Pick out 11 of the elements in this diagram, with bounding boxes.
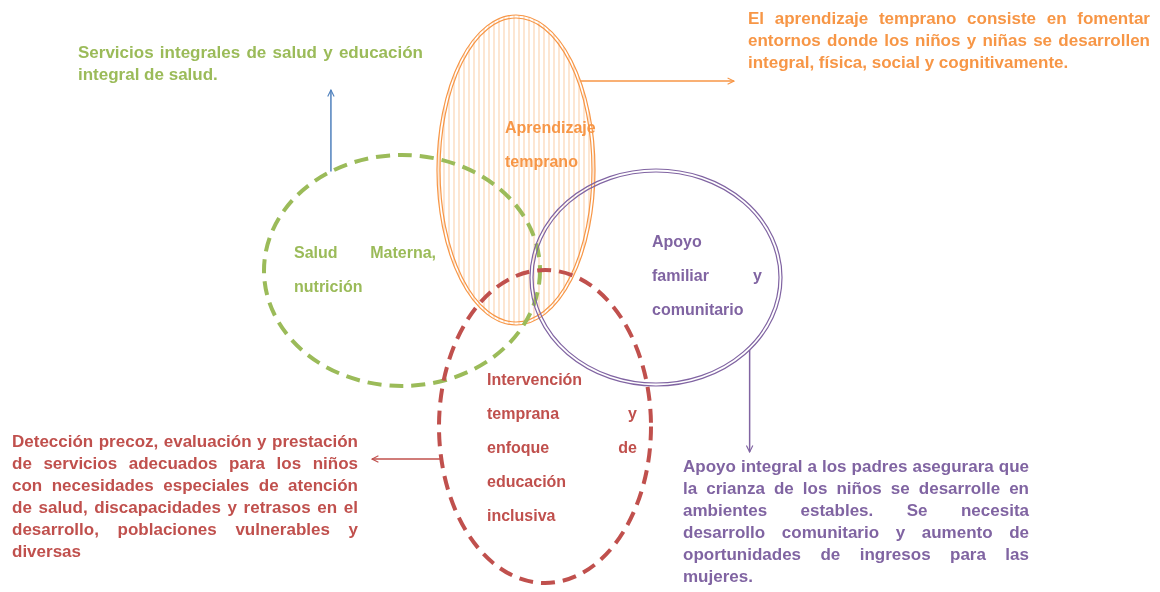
description-text: Apoyo integral a los padres asegurara que la crianza de los niños se desarrolle en ambientes estables. Se necesita desarrollo comunitario y aumento de oportunidades de ingresos para las mujeres.	[683, 456, 1029, 588]
description-text: El aprendizaje temprano consiste en fomentar entornos donde los niños y niñas se desarrollen integral, física, social y cognitivamente.	[748, 8, 1150, 74]
circle-label: Intervención temprana y enfoque de educación inclusiva	[487, 370, 637, 526]
arrow	[327, 89, 335, 173]
description-text: Detección precoz, evaluación y prestación de servicios adecuados para los niños con necesidades especiales de atención de salud, discapacidades y retrasos en el desarrollo, poblaciones vulnerables y diversas	[12, 431, 358, 563]
arrow	[371, 455, 443, 463]
circle-label: Salud Materna, nutrición	[294, 243, 436, 297]
arrow	[745, 349, 754, 453]
circle-label: Apoyo familiar y comunitario	[652, 232, 762, 320]
description-text: Servicios integrales de salud y educación integral de salud.	[78, 42, 423, 86]
arrow	[579, 77, 735, 85]
